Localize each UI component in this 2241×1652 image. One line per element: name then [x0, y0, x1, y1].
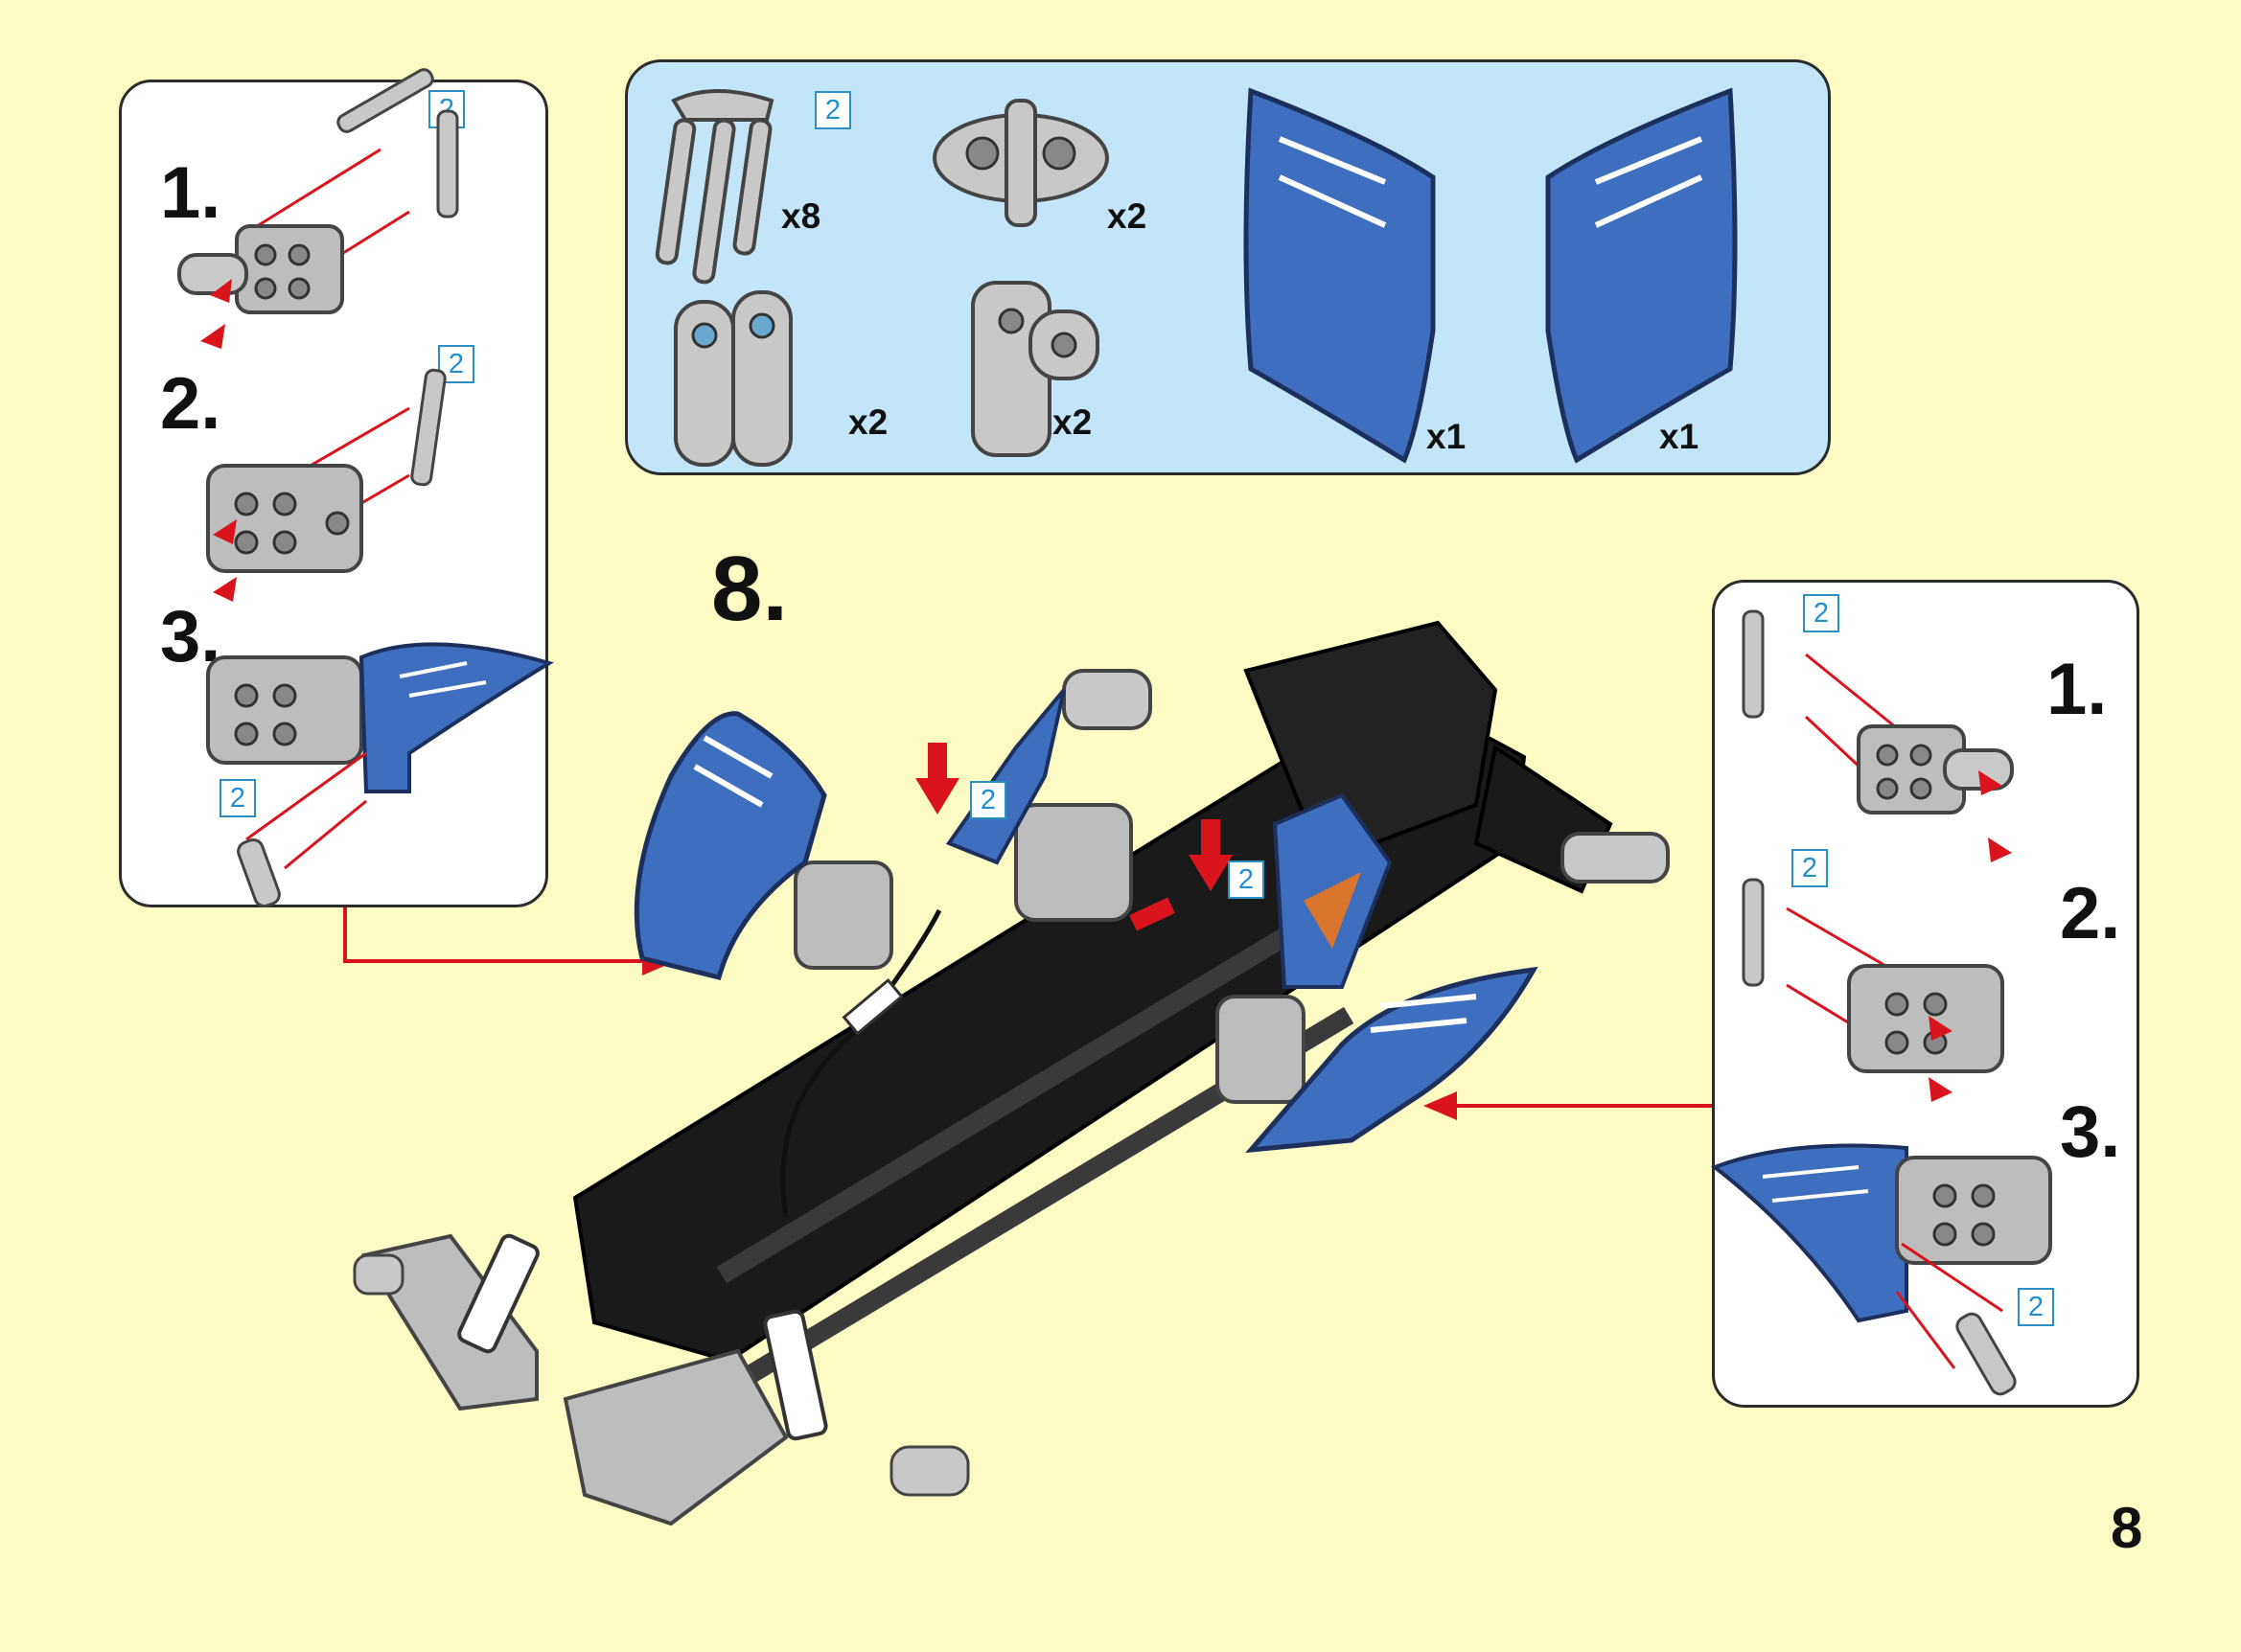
right-blue-panel: [1245, 966, 1538, 1154]
qty-label: x2: [848, 402, 889, 442]
parts-list-panel: 2 x8 x2 x2 x2 x1 x1: [625, 59, 1831, 475]
cable-connector: [842, 977, 904, 1036]
main-step-number: 8.: [711, 538, 789, 640]
qty-label: x8: [781, 196, 821, 236]
grey-rear-axle: [1062, 669, 1670, 883]
suspension-spring-right: [763, 1309, 828, 1441]
left-step-2: 2.: [160, 363, 221, 445]
right-step-1: 1.: [2046, 649, 2108, 730]
suspension-spring-left: [457, 1233, 540, 1354]
qty-label: x2: [1052, 402, 1093, 442]
left-blue-panel: [634, 711, 827, 981]
part-count-badge: 2: [2018, 1288, 2054, 1326]
grey-connector-block: [1895, 1156, 2052, 1265]
blue-panel-part: [1710, 1143, 1908, 1323]
left-step-1: 1.: [160, 152, 221, 234]
qty-label: x1: [1426, 417, 1467, 456]
left-subassembly-panel: 1. 2. 3. 2 2 2: [119, 68, 554, 908]
blue-panel-part: [358, 642, 554, 793]
page-number: 8: [2111, 1496, 2143, 1560]
pin-connector-icon: [655, 89, 774, 285]
grey-connector-block: [1847, 964, 2004, 1073]
right-subassembly-panel: 1. 2. 3. 2 2 2: [1710, 580, 2139, 1408]
part-count-badge: 2: [970, 781, 1006, 819]
red-pin: [1129, 897, 1175, 931]
left-subassembly-illustration: [177, 68, 554, 908]
part-count-badge: 2: [1228, 860, 1264, 899]
part-count-badge: 2: [815, 91, 851, 129]
grey-connector-block: [177, 224, 344, 314]
part-count-badge: 2: [428, 90, 465, 128]
grey-connector-block: [1857, 724, 2014, 815]
qty-label: x1: [1659, 417, 1699, 456]
red-down-arrow: [1189, 819, 1233, 891]
right-step-3: 3.: [2060, 1091, 2121, 1173]
pin-connector-icon: [336, 68, 459, 218]
right-blue-panel-icon: [1545, 87, 1738, 464]
blue-seat-part: [945, 688, 1393, 989]
grey-connector-block: [206, 464, 363, 573]
cross-connector-icon: [933, 99, 1109, 227]
right-step-2: 2.: [2060, 873, 2121, 954]
right-subassembly-illustration: [1710, 609, 2052, 1396]
part-count-badge: 2: [1803, 594, 1839, 632]
parts-illustrations: [655, 87, 1738, 467]
qty-label: x2: [1107, 196, 1147, 236]
grey-connector-block: [794, 803, 1305, 1104]
left-blue-panel-icon: [1243, 87, 1436, 464]
red-down-arrow: [915, 743, 959, 815]
part-count-badge: 2: [1791, 849, 1828, 887]
grey-connector-block: [206, 655, 363, 765]
angled-connector-icon: [971, 281, 1099, 457]
grey-front-bumper: [353, 1233, 970, 1526]
double-beam-icon: [674, 290, 793, 467]
part-count-badge: 2: [219, 779, 256, 817]
